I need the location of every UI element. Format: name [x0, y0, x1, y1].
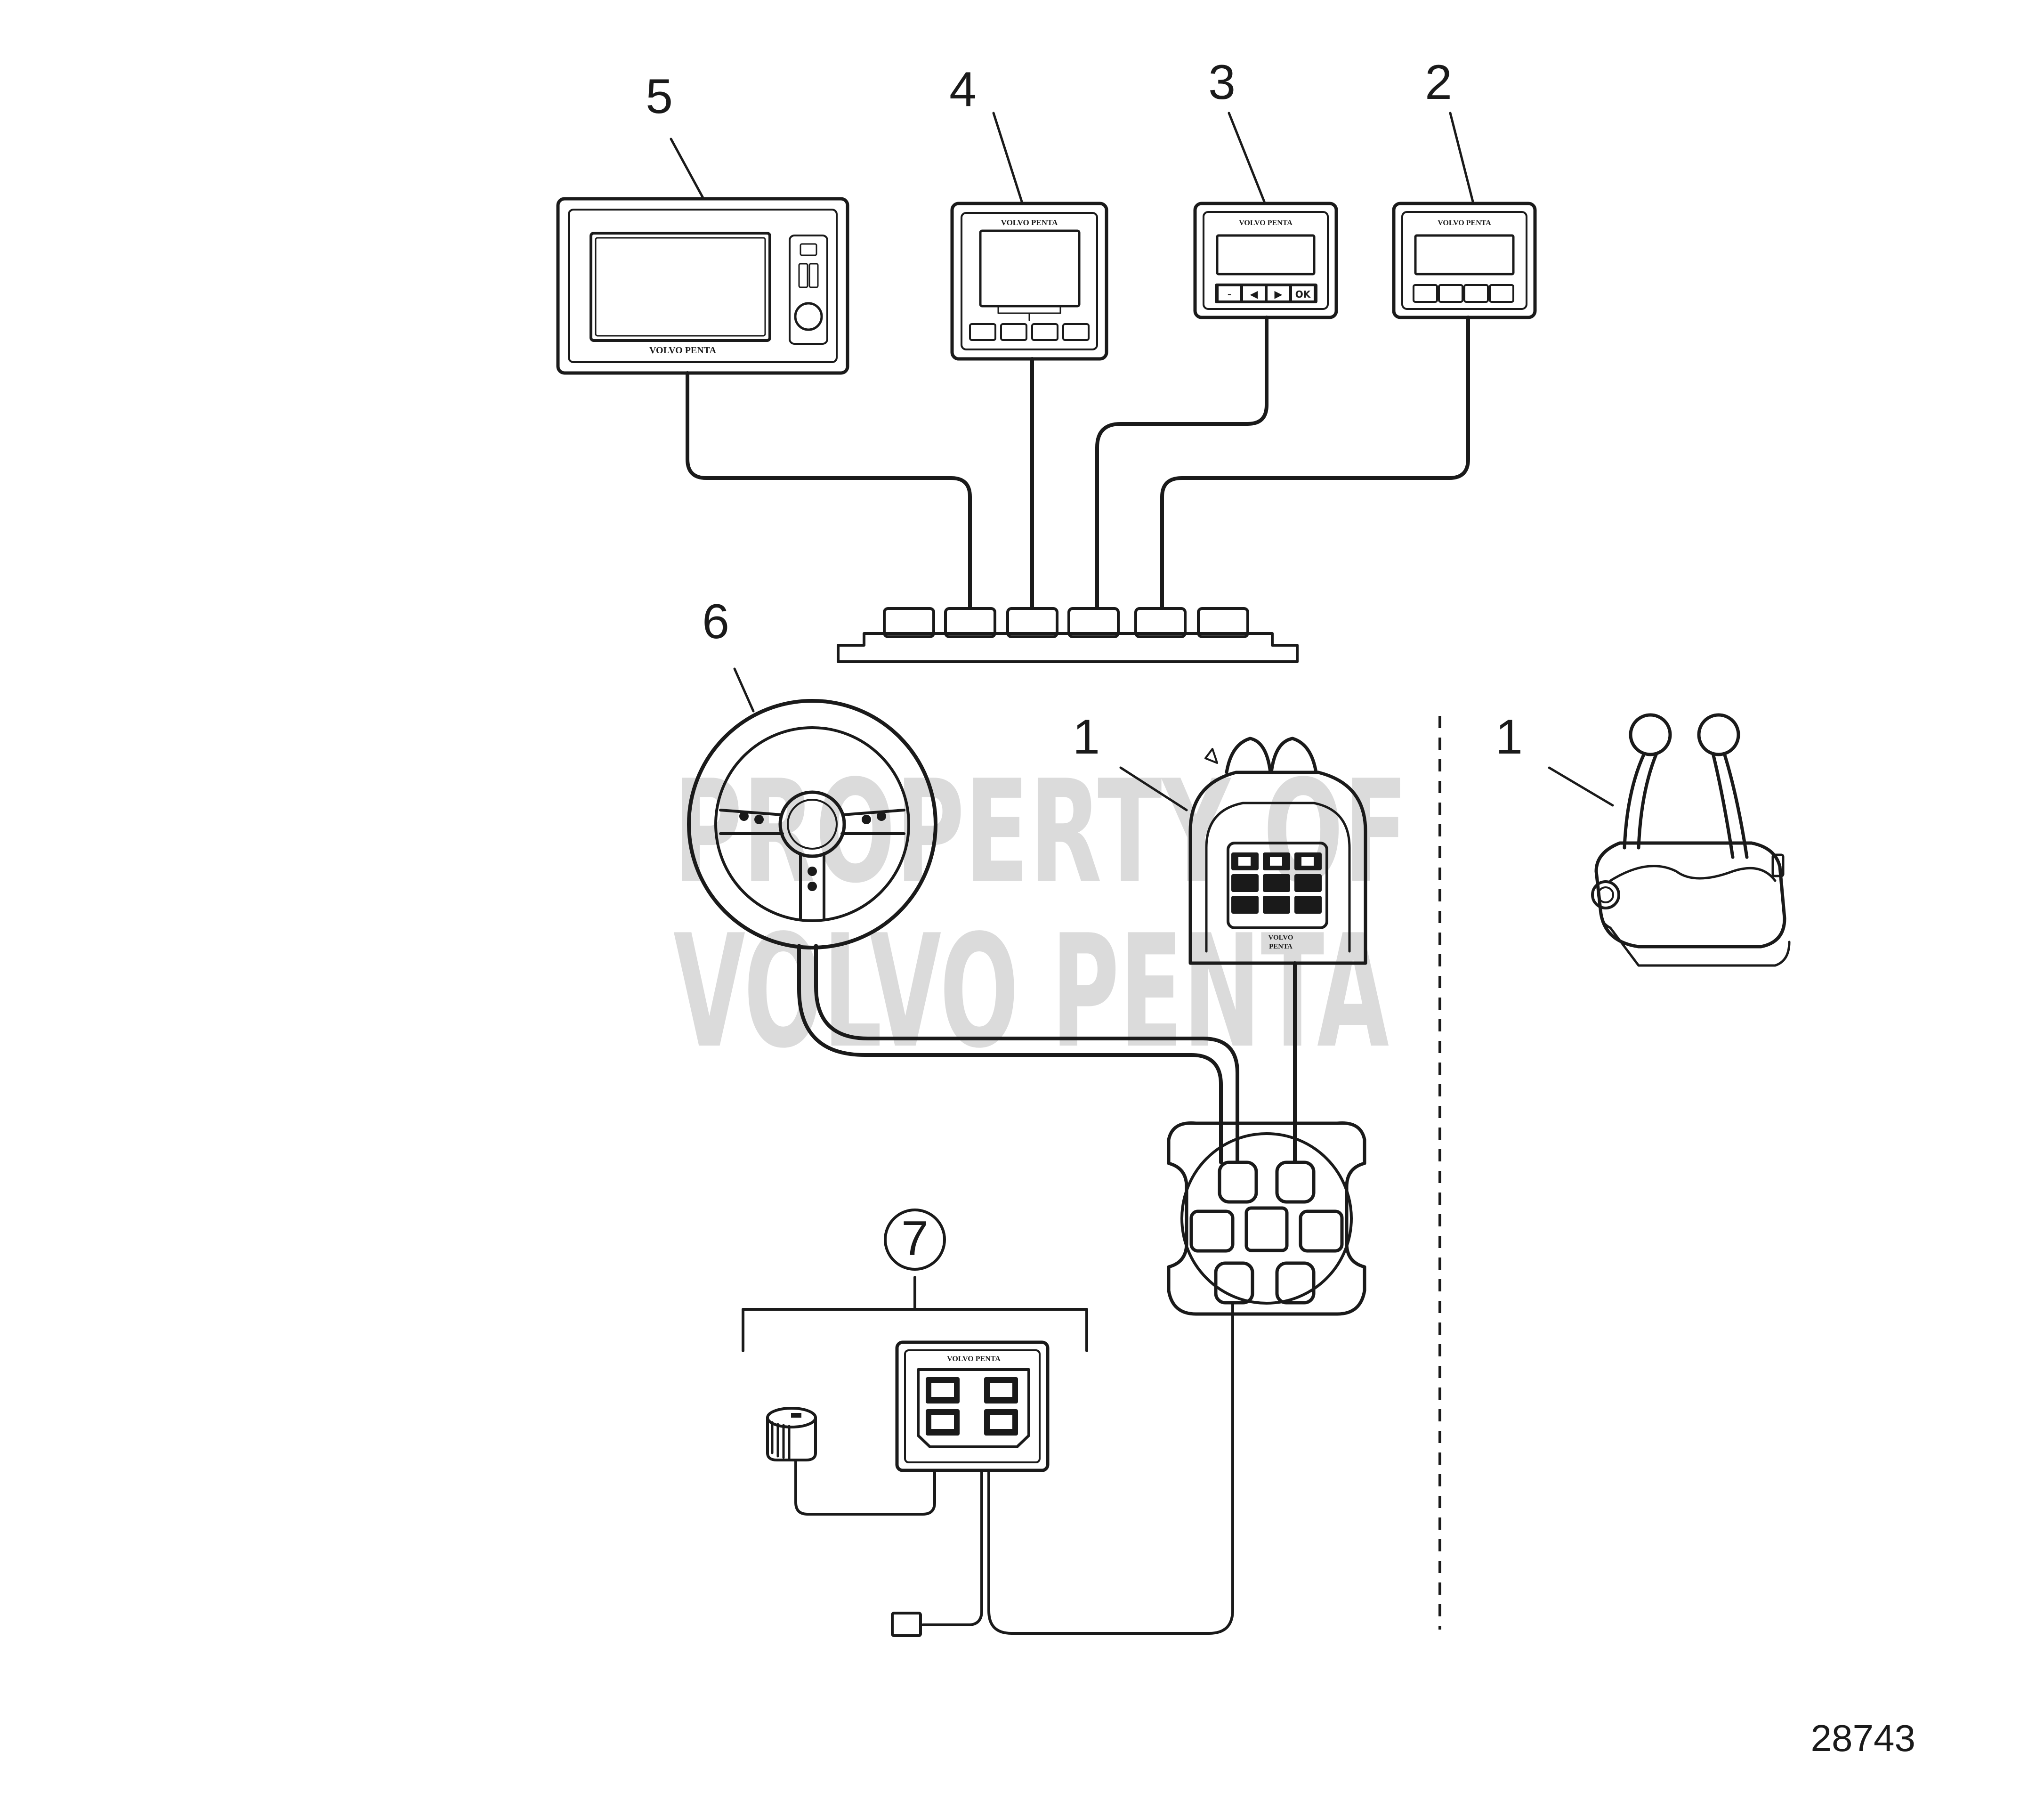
brand-label: VOLVO PENTA — [649, 345, 717, 356]
brand-label: VOLVO PENTA — [1001, 218, 1058, 227]
watermark-line-2: VOLVO PENTA — [673, 901, 1390, 1082]
callout-5: 5 — [646, 69, 673, 124]
display-3: VOLVO PENTA - ◀ ▶ OK — [1193, 202, 1338, 319]
brand-label: VOLVO PENTA — [1438, 219, 1491, 227]
leader-lines — [670, 112, 1614, 811]
brand-label-line-2: PENTA — [1269, 943, 1293, 950]
helm-cables — [797, 944, 1297, 1164]
helm-connector-block — [1167, 1121, 1366, 1316]
callout-2: 2 — [1425, 55, 1452, 110]
display-5-multifunction: VOLVO PENTA — [556, 197, 849, 375]
brand-label: VOLVO PENTA — [947, 1355, 1001, 1363]
minus-key: - — [1228, 287, 1232, 300]
watermark: PROPERTY OF VOLVO PENTA — [673, 750, 1408, 1082]
figure-number: 28743 — [1811, 1717, 1915, 1759]
brand-label: VOLVO PENTA — [1239, 219, 1293, 227]
callouts: 5 4 3 2 6 1 1 — [646, 55, 1523, 764]
key-switch-kit: 7 VOLVO PENTA — [742, 1209, 1234, 1637]
network-hub — [837, 607, 1299, 663]
callout-7: 7 — [901, 1211, 929, 1266]
ok-key: OK — [1295, 289, 1311, 300]
display-2: VOLVO PENTA — [1392, 202, 1537, 319]
steering-wheel — [687, 699, 937, 949]
brand-label-line-1: VOLVO — [1268, 934, 1293, 941]
callout-4: 4 — [949, 62, 977, 117]
callout-3: 3 — [1208, 55, 1236, 110]
right-key: ▶ — [1275, 289, 1283, 300]
callout-1-right: 1 — [1495, 710, 1523, 764]
control-lever-1b — [1591, 713, 1791, 967]
display-cables — [686, 316, 1470, 609]
display-3-keys: - ◀ ▶ OK — [1219, 286, 1314, 300]
control-lever-1a: VOLVO PENTA — [1188, 737, 1367, 965]
left-key: ◀ — [1250, 289, 1258, 300]
callout-1-center: 1 — [1073, 710, 1100, 764]
display-4: VOLVO PENTA — [950, 202, 1108, 361]
callout-6: 6 — [702, 594, 729, 649]
